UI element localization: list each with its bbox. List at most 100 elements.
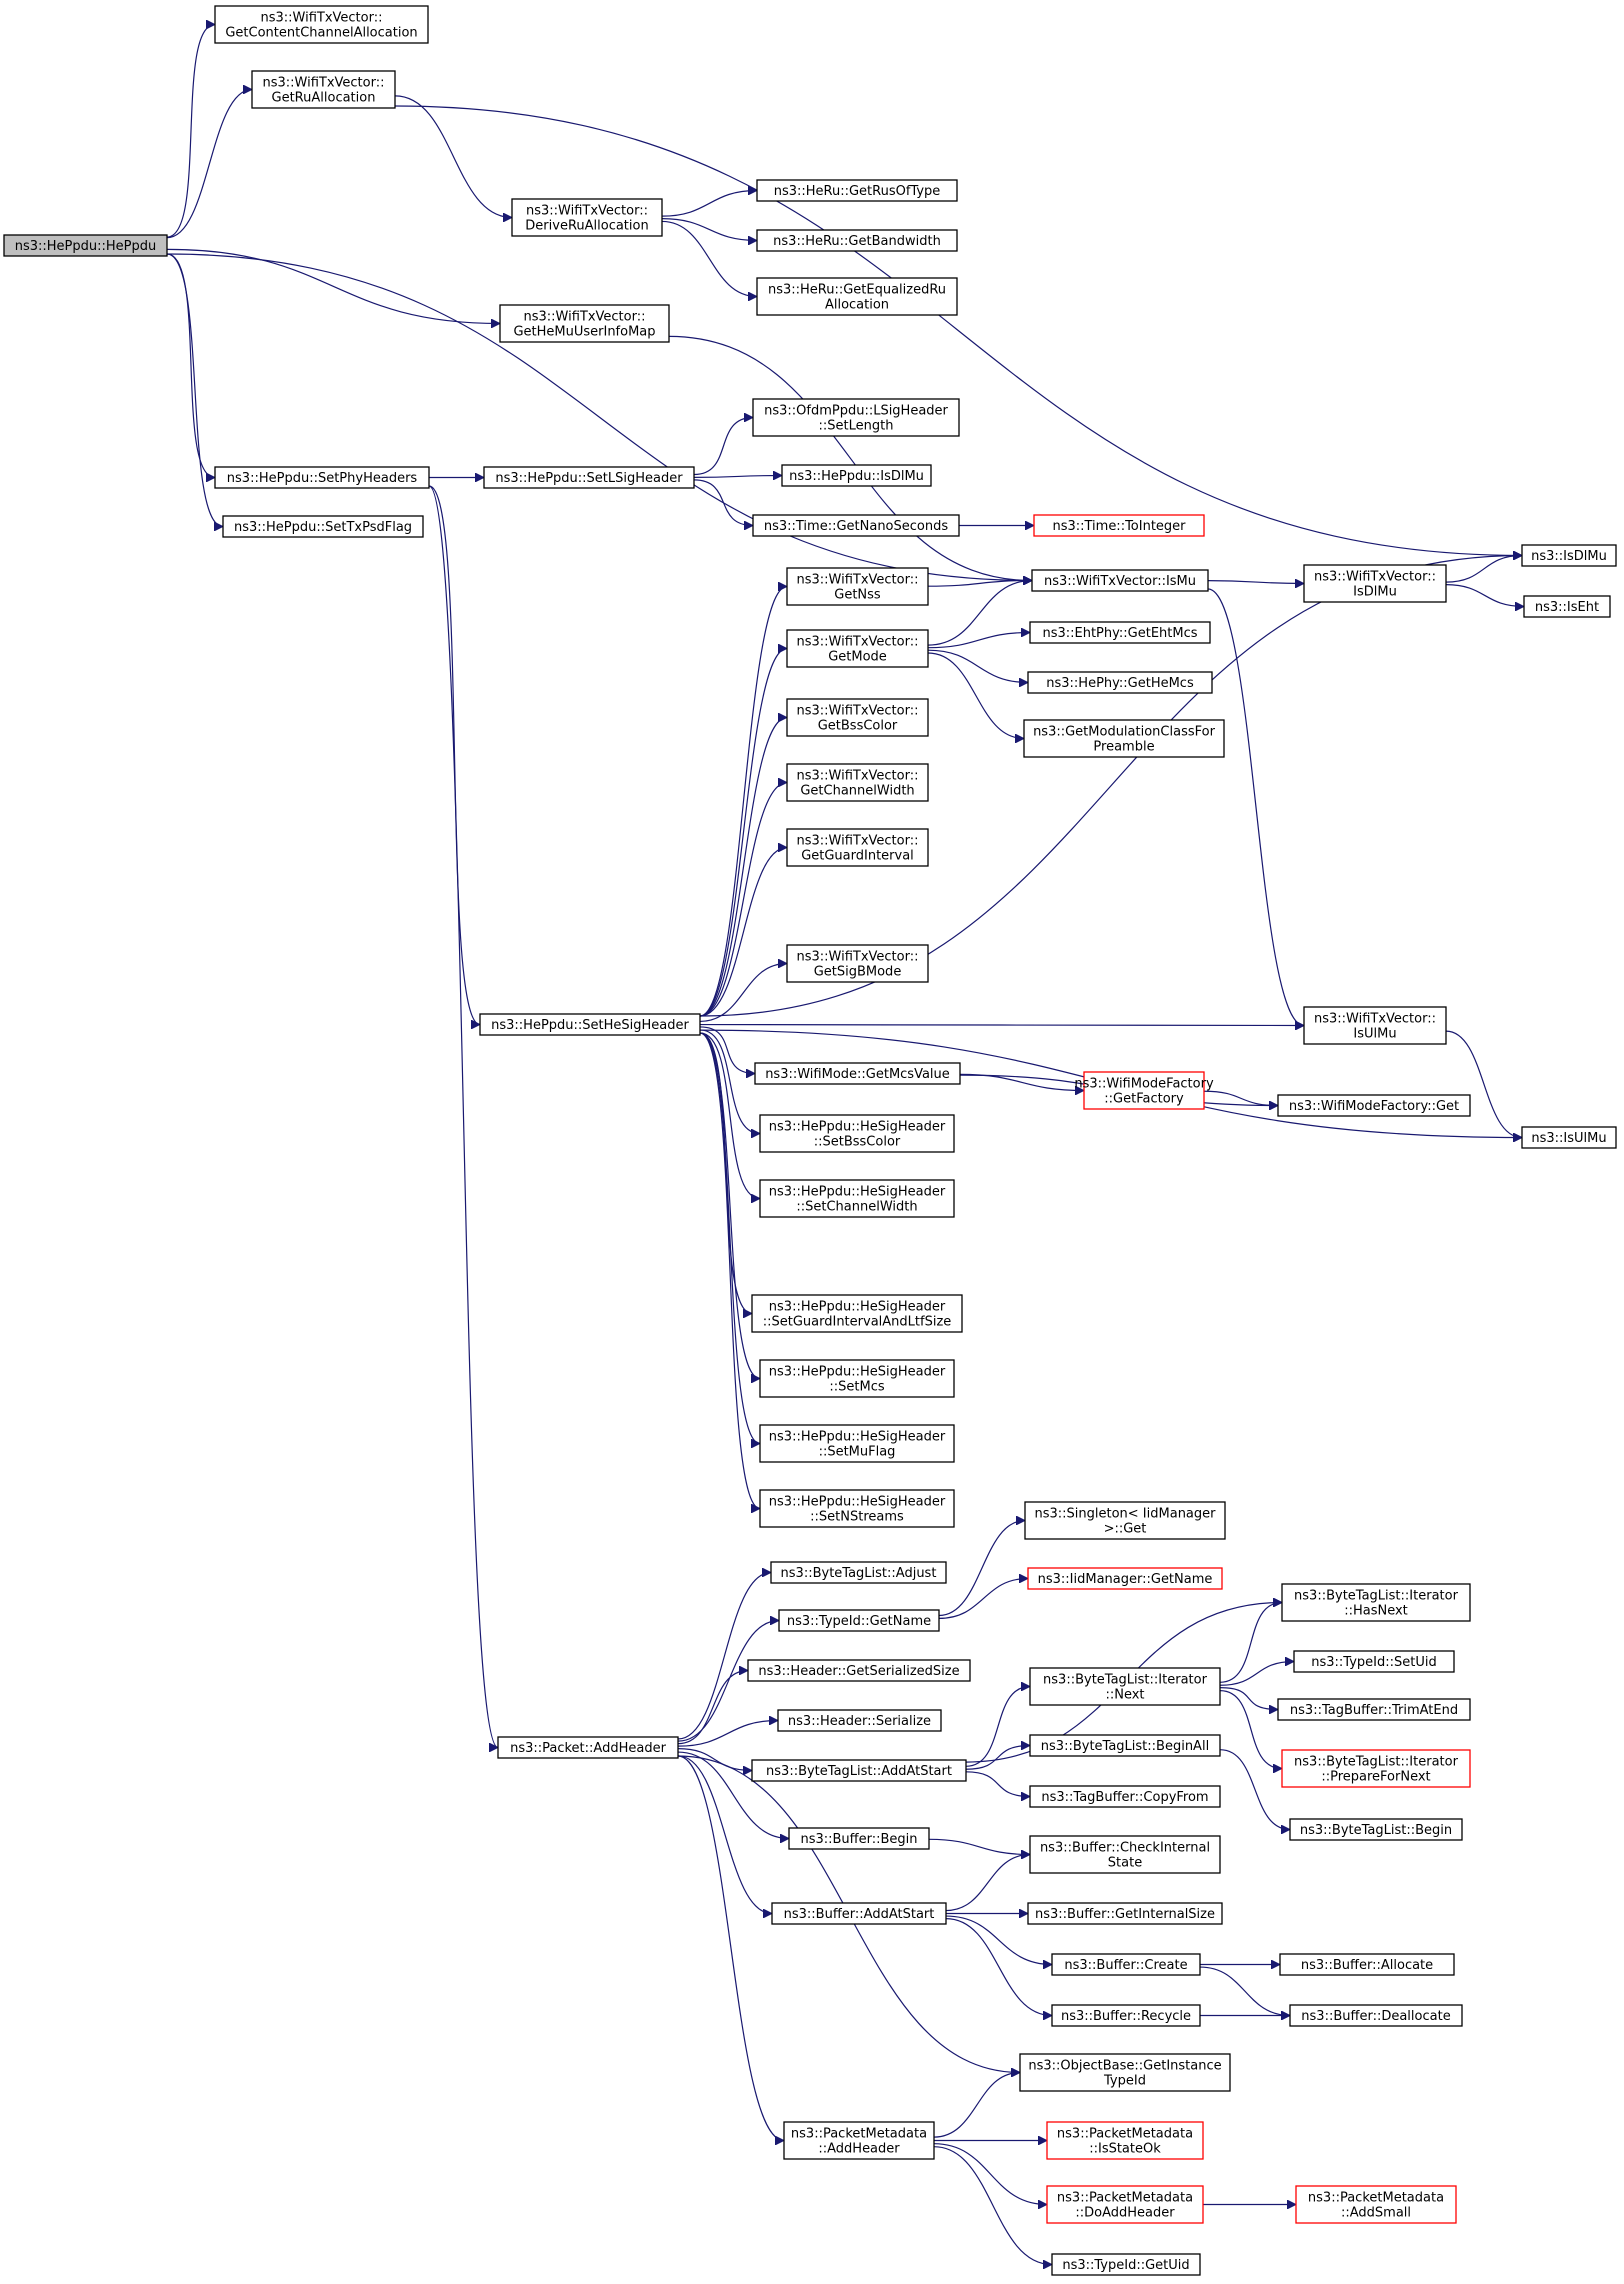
node-label: ns3::HePpdu::HeSigHeader bbox=[769, 1120, 946, 1135]
node-is-dl-mu[interactable]: ns3::IsDlMu bbox=[1521, 544, 1617, 567]
node-pm-add-header[interactable]: ns3::PacketMetadata::AddHeader bbox=[783, 2121, 935, 2160]
node-label: ns3::TypeId::GetUid bbox=[1062, 2258, 1189, 2273]
node-wtv-is-mu[interactable]: ns3::WifiTxVector::IsMu bbox=[1031, 569, 1209, 592]
node-label: ns3::Buffer::Allocate bbox=[1301, 1958, 1433, 1973]
node-set-gi-ltf[interactable]: ns3::HePpdu::HeSigHeader::SetGuardInterv… bbox=[751, 1294, 963, 1333]
edge-set-he-sig-to-get-mcs-value bbox=[699, 1026, 755, 1074]
node-begin-all[interactable]: ns3::ByteTagList::BeginAll bbox=[1029, 1734, 1221, 1757]
node-set-he-sig[interactable]: ns3::HePpdu::SetHeSigHeader bbox=[479, 1013, 701, 1036]
node-is-dl-mu-ppdu[interactable]: ns3::HePpdu::IsDlMu bbox=[781, 464, 932, 487]
node-label: ns3::ObjectBase::GetInstance bbox=[1028, 2059, 1221, 2074]
node-btl-begin[interactable]: ns3::ByteTagList::Begin bbox=[1289, 1818, 1463, 1841]
edge-get-factory-to-factory-get bbox=[1203, 1090, 1278, 1105]
node-set-lsig[interactable]: ns3::HePpdu::SetLSigHeader bbox=[483, 466, 695, 489]
node-get-content-channel[interactable]: ns3::WifiTxVector::GetContentChannelAllo… bbox=[214, 5, 429, 44]
node-btl-add-at-start[interactable]: ns3::ByteTagList::AddAtStart bbox=[751, 1759, 967, 1782]
node-label: GetHeMuUserInfoMap bbox=[513, 325, 655, 340]
node-set-nstreams[interactable]: ns3::HePpdu::HeSigHeader::SetNStreams bbox=[759, 1489, 955, 1528]
node-is-ul-mu[interactable]: ns3::IsUlMu bbox=[1521, 1126, 1617, 1149]
node-set-channel-width[interactable]: ns3::HePpdu::HeSigHeader::SetChannelWidt… bbox=[759, 1179, 955, 1218]
node-get-mode[interactable]: ns3::WifiTxVector::GetMode bbox=[786, 629, 929, 668]
node-get-sig-bmode[interactable]: ns3::WifiTxVector::GetSigBMode bbox=[786, 944, 929, 983]
node-hepdu[interactable]: ns3::HePpdu::HePpdu bbox=[3, 234, 168, 257]
node-factory-get[interactable]: ns3::WifiModeFactory::Get bbox=[1277, 1094, 1471, 1117]
node-get-eht-mcs[interactable]: ns3::EhtPhy::GetEhtMcs bbox=[1029, 621, 1211, 644]
node-get-rus-of-type[interactable]: ns3::HeRu::GetRusOfType bbox=[756, 179, 958, 202]
node-buf-recycle[interactable]: ns3::Buffer::Recycle bbox=[1051, 2004, 1201, 2027]
node-label: ns3::WifiTxVector:: bbox=[1314, 570, 1436, 585]
node-type-id-get-uid[interactable]: ns3::TypeId::GetUid bbox=[1051, 2253, 1201, 2276]
node-set-phy-headers[interactable]: ns3::HePpdu::SetPhyHeaders bbox=[214, 466, 430, 489]
node-get-mcs-value[interactable]: ns3::WifiMode::GetMcsValue bbox=[754, 1062, 961, 1085]
node-buf-allocate[interactable]: ns3::Buffer::Allocate bbox=[1279, 1953, 1455, 1976]
node-get-he-mu-user-info[interactable]: ns3::WifiTxVector::GetHeMuUserInfoMap bbox=[499, 304, 670, 343]
node-get-guard-interval[interactable]: ns3::WifiTxVector::GetGuardInterval bbox=[786, 828, 929, 867]
node-label: ::GetFactory bbox=[1104, 1092, 1184, 1107]
node-get-he-mcs[interactable]: ns3::HePhy::GetHeMcs bbox=[1027, 671, 1213, 694]
node-label: ns3::Buffer::GetInternalSize bbox=[1035, 1907, 1215, 1922]
node-box bbox=[1295, 2185, 1457, 2224]
node-get-channel-width[interactable]: ns3::WifiTxVector::GetChannelWidth bbox=[786, 763, 929, 802]
node-iter-has-next[interactable]: ns3::ByteTagList::Iterator::HasNext bbox=[1281, 1583, 1471, 1622]
edge-get-mode-to-get-mod-class bbox=[927, 652, 1024, 739]
node-wtv-is-dl-mu[interactable]: ns3::WifiTxVector::IsDlMu bbox=[1303, 564, 1447, 603]
node-box bbox=[786, 698, 929, 737]
node-box bbox=[1027, 1902, 1223, 1925]
node-derive-ru[interactable]: ns3::WifiTxVector::DeriveRuAllocation bbox=[511, 198, 663, 237]
node-get-factory[interactable]: ns3::WifiModeFactory::GetFactory bbox=[1074, 1071, 1214, 1110]
node-label: ns3::EhtPhy::GetEhtMcs bbox=[1042, 626, 1197, 641]
node-buf-create[interactable]: ns3::Buffer::Create bbox=[1051, 1953, 1201, 1976]
node-label: GetChannelWidth bbox=[800, 784, 914, 799]
node-label: ns3::Packet::AddHeader bbox=[510, 1741, 666, 1756]
node-lsig-set-length[interactable]: ns3::OfdmPpdu::LSigHeader::SetLength bbox=[752, 398, 960, 437]
edge-hepdu-to-get-content-channel bbox=[166, 25, 216, 238]
node-type-id-get-name[interactable]: ns3::TypeId::GetName bbox=[778, 1609, 940, 1632]
node-get-ru-alloc[interactable]: ns3::WifiTxVector::GetRuAllocation bbox=[251, 70, 396, 109]
node-copy-from[interactable]: ns3::TagBuffer::CopyFrom bbox=[1029, 1785, 1221, 1808]
node-buf-begin[interactable]: ns3::Buffer::Begin bbox=[788, 1827, 930, 1850]
node-label: GetContentChannelAllocation bbox=[225, 26, 417, 41]
node-singleton-get[interactable]: ns3::Singleton< IidManager>::Get bbox=[1024, 1501, 1226, 1540]
node-box bbox=[1289, 1818, 1463, 1841]
node-label: ns3::TypeId::GetName bbox=[787, 1614, 931, 1629]
node-get-nss[interactable]: ns3::WifiTxVector::GetNss bbox=[786, 567, 929, 606]
node-prepare-for-next[interactable]: ns3::ByteTagList::Iterator::PrepareForNe… bbox=[1281, 1749, 1471, 1788]
edge-buf-create-to-buf-deallocate bbox=[1199, 1966, 1290, 2015]
node-set-bss-color[interactable]: ns3::HePpdu::HeSigHeader::SetBssColor bbox=[759, 1114, 955, 1153]
node-get-internal-size[interactable]: ns3::Buffer::GetInternalSize bbox=[1027, 1902, 1223, 1925]
node-label: ns3::ByteTagList::Iterator bbox=[1294, 1589, 1459, 1604]
node-btl-adjust[interactable]: ns3::ByteTagList::Adjust bbox=[770, 1561, 947, 1584]
node-get-bandwidth[interactable]: ns3::HeRu::GetBandwidth bbox=[756, 229, 958, 252]
node-pm-do-add-header[interactable]: ns3::PacketMetadata::DoAddHeader bbox=[1046, 2185, 1204, 2224]
node-is-eht[interactable]: ns3::IsEht bbox=[1523, 595, 1611, 618]
node-add-header[interactable]: ns3::Packet::AddHeader bbox=[497, 1736, 679, 1759]
node-header-serialize[interactable]: ns3::Header::Serialize bbox=[777, 1709, 942, 1732]
node-buf-deallocate[interactable]: ns3::Buffer::Deallocate bbox=[1289, 2004, 1463, 2027]
node-label: GetMode bbox=[828, 650, 887, 665]
node-buf-add-at-start[interactable]: ns3::Buffer::AddAtStart bbox=[771, 1902, 947, 1925]
node-set-tx-psd-flag[interactable]: ns3::HePpdu::SetTxPsdFlag bbox=[222, 515, 424, 538]
node-set-mcs[interactable]: ns3::HePpdu::HeSigHeader::SetMcs bbox=[759, 1359, 955, 1398]
node-get-serialized-size[interactable]: ns3::Header::GetSerializedSize bbox=[747, 1659, 971, 1682]
node-label: ns3::WifiTxVector:: bbox=[262, 76, 384, 91]
node-get-nano-seconds[interactable]: ns3::Time::GetNanoSeconds bbox=[752, 514, 960, 537]
node-iid-get-name[interactable]: ns3::IidManager::GetName bbox=[1027, 1567, 1223, 1590]
node-wtv-is-ul-mu[interactable]: ns3::WifiTxVector::IsUlMu bbox=[1303, 1006, 1447, 1045]
node-set-mu-flag[interactable]: ns3::HePpdu::HeSigHeader::SetMuFlag bbox=[759, 1424, 955, 1463]
node-get-bss-color[interactable]: ns3::WifiTxVector::GetBssColor bbox=[786, 698, 929, 737]
node-pm-add-small[interactable]: ns3::PacketMetadata::AddSmall bbox=[1295, 2185, 1457, 2224]
node-label: ns3::HePpdu::SetPhyHeaders bbox=[227, 471, 418, 486]
node-to-integer[interactable]: ns3::Time::ToInteger bbox=[1033, 514, 1205, 537]
node-trim-at-end[interactable]: ns3::TagBuffer::TrimAtEnd bbox=[1277, 1698, 1471, 1721]
node-label: ns3::WifiTxVector:: bbox=[526, 204, 648, 219]
node-iter-next[interactable]: ns3::ByteTagList::Iterator::Next bbox=[1029, 1667, 1221, 1706]
node-pm-is-state-ok[interactable]: ns3::PacketMetadata::IsStateOk bbox=[1046, 2121, 1204, 2160]
node-label: ns3::TypeId::SetUid bbox=[1311, 1655, 1436, 1670]
node-type-id-set-uid[interactable]: ns3::TypeId::SetUid bbox=[1293, 1650, 1455, 1673]
edge-add-header-to-btl-adjust bbox=[677, 1573, 771, 1740]
